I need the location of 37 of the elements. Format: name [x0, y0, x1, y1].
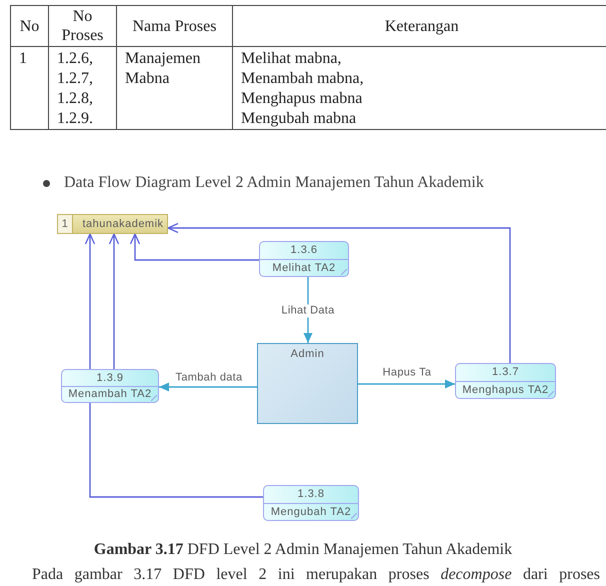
- data-store: [57, 214, 168, 234]
- store-number: 1: [62, 218, 68, 230]
- figure-caption: Gambar 3.17 DFD Level 2 Admin Manajemen Tahun Akademik: [94, 541, 512, 559]
- process-label: Menambah TA2: [68, 388, 152, 400]
- edge-label: Hapus Ta: [380, 366, 434, 380]
- body-paragraph: Pada gambar 3.17 DFD level 2 ini merupakan proses decompose dari proses: [32, 566, 600, 584]
- entity-label: Admin: [290, 348, 324, 360]
- column-header: No Proses: [60, 7, 104, 45]
- store-name: tahunakademik: [82, 218, 164, 230]
- process-id: 1.3.9: [96, 372, 124, 384]
- arrow: [167, 222, 511, 363]
- process-id: 1.3.7: [492, 366, 519, 378]
- connector-line: [89, 403, 263, 498]
- process-label: Menghapus TA2: [462, 384, 549, 396]
- arrow: [358, 380, 455, 388]
- column-header: No: [20, 16, 40, 36]
- arrow: [130, 233, 259, 261]
- column-header: Keterangan: [384, 16, 459, 36]
- row-number: 1: [19, 49, 27, 69]
- process-numbers: 1.2.6, 1.2.7, 1.2.8, 1.2.9.: [57, 49, 94, 129]
- process-box: [61, 369, 159, 403]
- process-label: Mengubah TA2: [270, 506, 352, 518]
- description-text: Melihat mabna, Menambah mabna, Menghapus mabna Mengubah mabna: [241, 49, 365, 129]
- process-box: [263, 485, 359, 521]
- process-id: 1.3.6: [290, 244, 318, 256]
- arrow: [108, 233, 120, 369]
- process-box: [455, 363, 556, 399]
- process-box: [259, 241, 349, 277]
- column-header: Nama Proses: [132, 16, 216, 36]
- process-label: Melihat TA2: [272, 262, 336, 274]
- edge-label: Lihat Data: [279, 304, 337, 318]
- section-heading: Data Flow Diagram Level 2 Admin Manajemen Tahun Akademik: [64, 174, 484, 192]
- external-entity-box: [257, 343, 358, 424]
- arrow: [84, 233, 96, 369]
- arrow: [159, 382, 257, 392]
- process-name: Manajemen Mabna: [125, 49, 202, 89]
- process-id: 1.3.8: [298, 488, 324, 500]
